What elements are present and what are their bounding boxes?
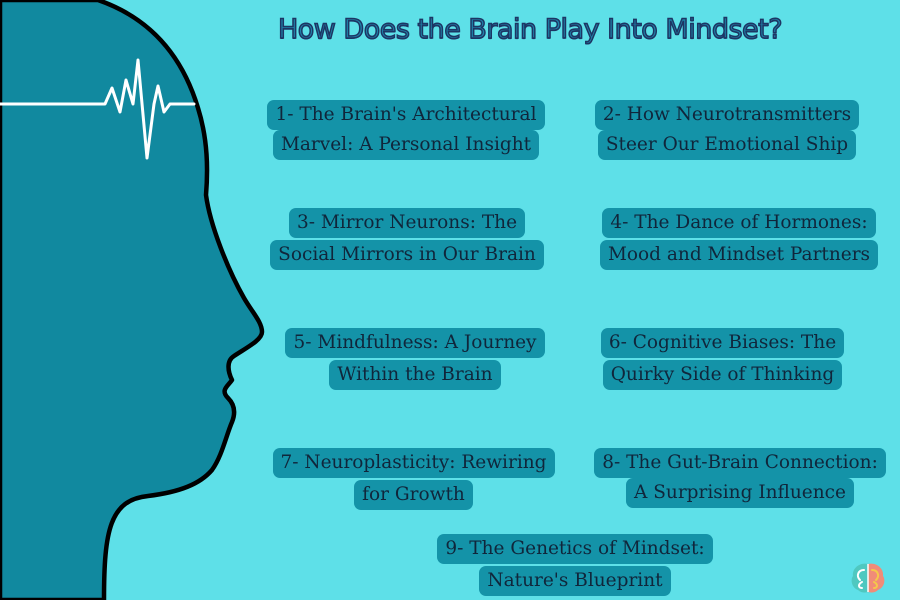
topic-1-line-2: Marvel: A Personal Insight bbox=[272, 130, 540, 160]
topic-9-line-1: 9- The Genetics of Mindset: bbox=[437, 534, 713, 564]
topic-5-line-2: Within the Brain bbox=[329, 360, 501, 390]
topic-4-line-1: 4- The Dance of Hormones: bbox=[602, 208, 876, 238]
topic-5-line-1: 5- Mindfulness: A Journey bbox=[285, 328, 545, 358]
topic-2-line-2: Steer Our Emotional Ship bbox=[597, 130, 857, 160]
head-silhouette bbox=[0, 0, 265, 600]
topic-2-line-1: 2- How Neurotransmitters bbox=[594, 100, 860, 130]
topic-6-line-2: Quirky Side of Thinking bbox=[602, 360, 843, 390]
pulse-line-icon bbox=[0, 58, 196, 160]
topic-3-line-2: Social Mirrors in Our Brain bbox=[270, 240, 544, 270]
topic-4-line-2: Mood and Mindset Partners bbox=[599, 240, 879, 270]
topic-8-line-1: 8- The Gut-Brain Connection: bbox=[594, 448, 886, 478]
topic-3-line-1: 3- Mirror Neurons: The bbox=[288, 208, 526, 238]
topic-6-line-1: 6- Cognitive Biases: The bbox=[600, 328, 845, 358]
page-title: How Does the Brain Play Into Mindset? bbox=[277, 13, 783, 46]
topic-1-line-1: 1- The Brain's Architectural bbox=[267, 100, 545, 130]
brain-logo-icon bbox=[851, 563, 885, 593]
topic-8-line-2: A Surprising Influence bbox=[626, 478, 854, 508]
topic-7-line-1: 7- Neuroplasticity: Rewiring bbox=[272, 448, 555, 478]
topic-7-line-2: for Growth bbox=[354, 480, 473, 510]
topic-9-line-2: Nature's Blueprint bbox=[479, 566, 671, 596]
